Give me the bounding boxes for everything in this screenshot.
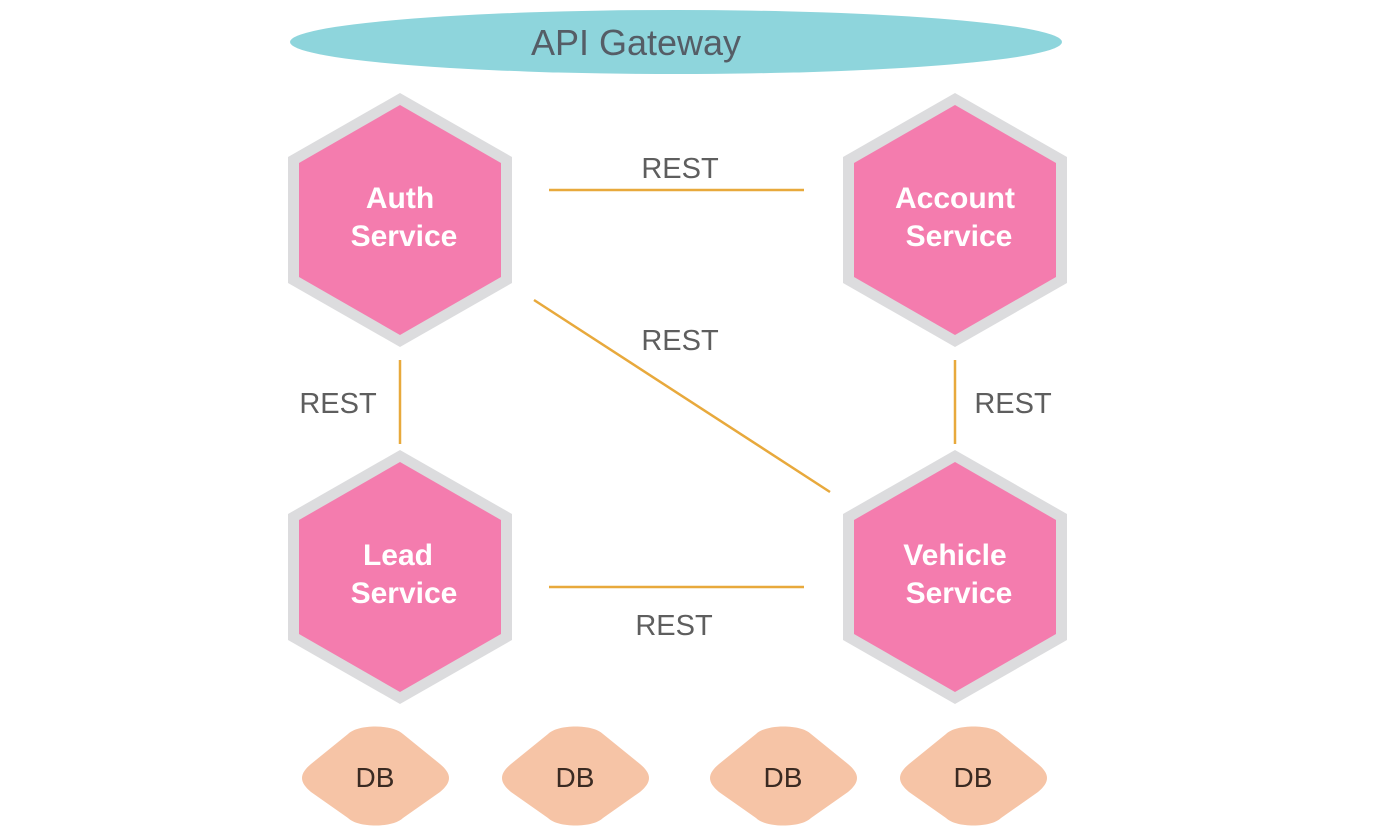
database-3-shape <box>710 726 857 826</box>
lead-service-label-line2: Service <box>351 577 458 610</box>
api-gateway-label: API Gateway <box>531 22 741 63</box>
vehicle-service-label-line1: Vehicle <box>903 539 1006 572</box>
account-service-label-line1: Account <box>895 182 1015 215</box>
vehicle-service-label-line2: Service <box>906 577 1013 610</box>
auth-service-label-line2: Service <box>351 220 458 253</box>
vehicle-service-hexagon <box>854 462 1056 692</box>
auth-service-hexagon <box>299 105 501 335</box>
database-4-label: DB <box>954 762 993 793</box>
rest-label-lead-vehicle: REST <box>635 610 713 642</box>
database-2-shape <box>502 726 649 826</box>
databases: DB DB DB DB <box>302 726 1047 826</box>
database-2: DB <box>502 726 649 826</box>
database-3: DB <box>710 726 857 826</box>
lead-service-hexagon <box>299 462 501 692</box>
connectors <box>398 188 957 589</box>
rest-label-auth-vehicle: REST <box>641 325 719 357</box>
rest-label-auth-lead: REST <box>299 388 377 420</box>
database-4: DB <box>900 726 1047 826</box>
database-3-label: DB <box>764 762 803 793</box>
rest-label-auth-account: REST <box>641 153 719 185</box>
api-gateway-shape <box>290 10 1062 74</box>
connector-labels: REST REST REST REST REST <box>299 153 1052 642</box>
rest-label-account-vehicle: REST <box>974 388 1052 420</box>
connector-auth-vehicle <box>533 298 831 494</box>
database-2-label: DB <box>556 762 595 793</box>
lead-service-label-line1: Lead <box>363 539 433 572</box>
database-1-shape <box>302 726 449 826</box>
lead-service: Lead Service <box>288 450 512 704</box>
api-gateway: API Gateway <box>290 10 1062 74</box>
account-service-hexagon <box>854 105 1056 335</box>
vehicle-service: Vehicle Service <box>843 450 1067 704</box>
database-1: DB <box>302 726 449 826</box>
account-service-label-line2: Service <box>906 220 1013 253</box>
database-4-shape <box>900 726 1047 826</box>
database-1-label: DB <box>356 762 395 793</box>
account-service: Account Service <box>843 93 1067 347</box>
auth-service-label-line1: Auth <box>366 182 434 215</box>
auth-service: Auth Service <box>288 93 512 347</box>
